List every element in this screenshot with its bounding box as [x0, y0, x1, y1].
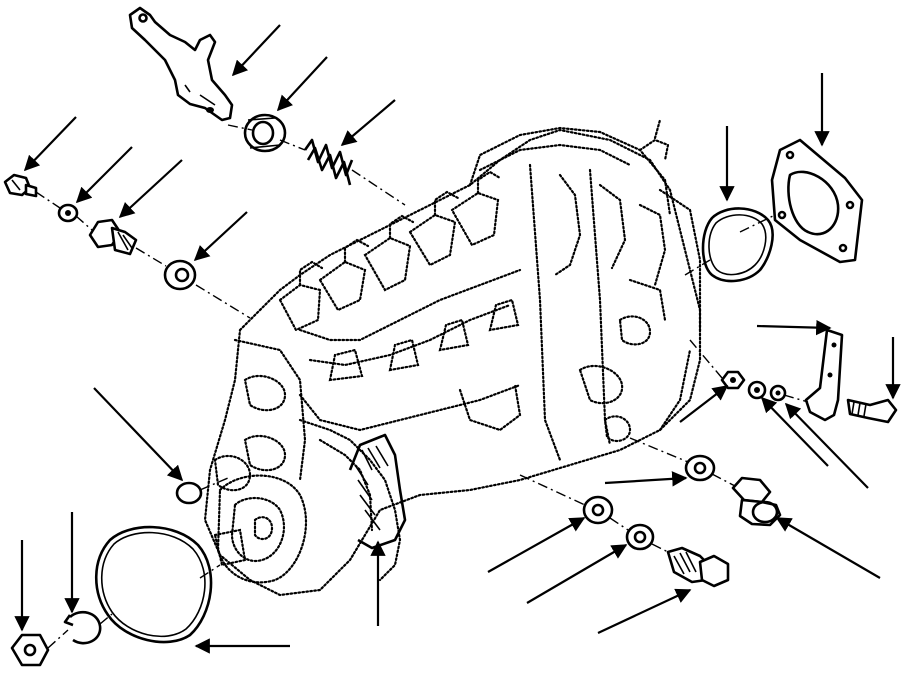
leader-lever-washer — [760, 396, 829, 467]
leader-small-o-ring — [93, 387, 184, 482]
leader-hex-plug — [775, 517, 881, 579]
leader-small-bolt — [23, 116, 77, 172]
leader-hex-fitting — [118, 159, 183, 219]
leader-lever-nut — [679, 385, 729, 423]
banjo-washer-1-icon — [582, 495, 614, 525]
gasket-icon — [701, 207, 774, 283]
lever-nut-icon — [720, 370, 746, 390]
leader-lever-bracket — [231, 24, 281, 77]
assembly-axis-lines — [35, 124, 809, 649]
leader-flat-washer — [193, 211, 248, 262]
leader-stop-lever — [756, 319, 832, 336]
lever-washer-icon — [747, 380, 767, 400]
plug-washer-icon — [684, 454, 716, 482]
injection-pump-body — [203, 118, 702, 597]
leader-coil-spring — [340, 99, 396, 146]
leader-small-washer — [75, 146, 133, 204]
bent-lever-bracket-icon — [128, 6, 234, 122]
adjust-screw-icon — [846, 398, 898, 424]
small-washer-icon — [57, 203, 79, 223]
hex-fitting-icon — [88, 218, 138, 256]
small-o-ring-icon — [175, 481, 203, 505]
cover-plate-icon — [770, 138, 864, 264]
leader-plug-washer — [604, 471, 688, 487]
small-bolt-icon — [3, 173, 38, 198]
hex-nut-icon — [10, 633, 50, 667]
hex-plug-icon — [731, 476, 782, 527]
coil-spring-icon — [303, 138, 354, 186]
internal-spring-icon — [348, 433, 407, 550]
banjo-washer-2-icon — [625, 523, 655, 551]
leader-collar-ring — [276, 56, 328, 112]
callout-leaders — [14, 24, 901, 654]
leader-lever-washer-2 — [784, 402, 869, 489]
leader-banjo-washer-2 — [526, 544, 628, 604]
leader-banjo-bolt — [597, 588, 692, 634]
stop-lever-icon — [804, 328, 844, 422]
leader-banjo-washer-1 — [487, 517, 586, 573]
large-o-ring-icon — [94, 525, 213, 644]
collar-ring-icon — [243, 113, 287, 153]
flat-washer-icon — [163, 259, 197, 291]
lock-washer-icon — [63, 610, 102, 645]
lever-washer-2-icon — [769, 384, 787, 402]
banjo-bolt-icon — [666, 546, 730, 588]
